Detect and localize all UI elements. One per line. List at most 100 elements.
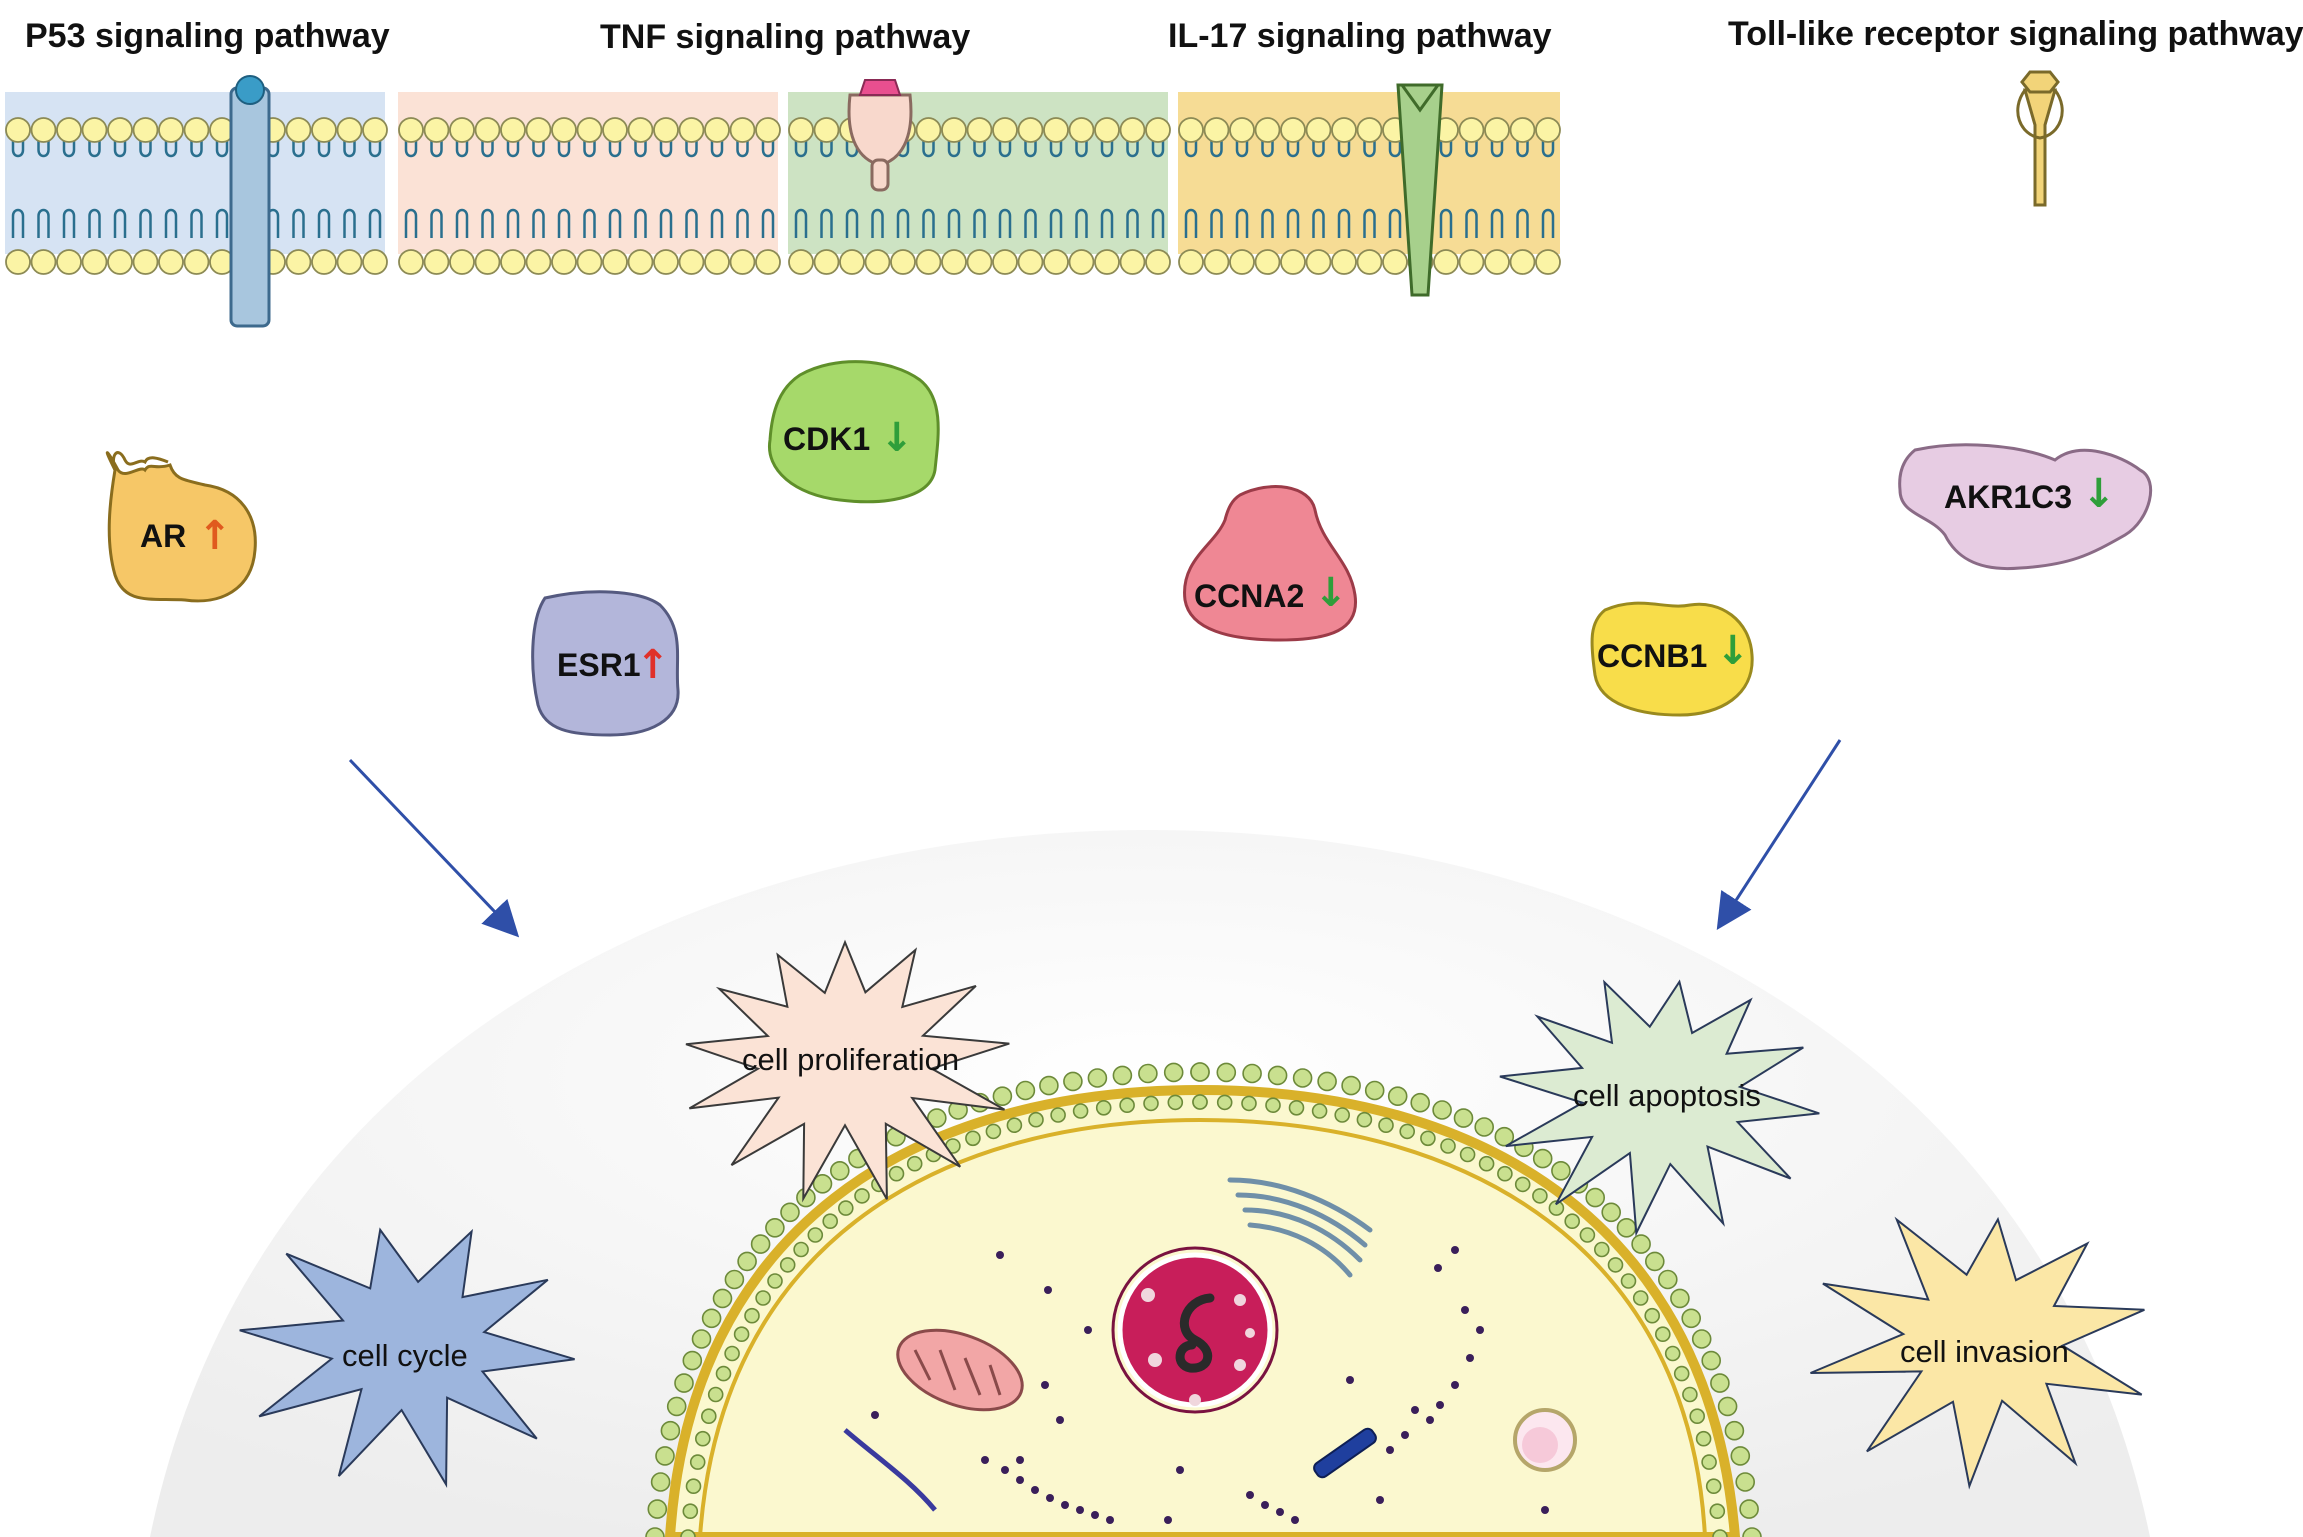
ribosome-dot	[1261, 1501, 1269, 1509]
lipid-tail	[139, 128, 152, 158]
protein-esr1: ESR1 ↑	[531, 590, 680, 737]
bead	[1742, 1527, 1762, 1537]
bead	[1399, 1123, 1415, 1140]
lipid-tail	[557, 128, 571, 158]
protein-akr1c3: AKR1C3 ↓	[1898, 443, 2153, 571]
protein-ar: AR ↑	[105, 451, 257, 603]
bead	[1579, 1227, 1596, 1243]
membrane-2	[398, 92, 781, 275]
protein-cdk1-arrow: ↓	[880, 415, 914, 461]
process-stars: cell proliferation cell apoptosis cell c…	[239, 939, 2145, 1490]
lipid-tail	[659, 208, 673, 238]
bead	[1664, 1345, 1681, 1362]
protein-esr1-arrow: ↑	[636, 642, 670, 688]
lipid-tail	[404, 128, 418, 158]
lipid-head	[992, 249, 1018, 275]
bead	[1644, 1307, 1660, 1324]
bead	[1585, 1187, 1605, 1208]
lipid-head	[81, 117, 108, 143]
bead	[1050, 1107, 1066, 1123]
bead	[1453, 1108, 1474, 1128]
bead	[685, 1478, 702, 1494]
lipid-head	[1229, 117, 1255, 143]
bead	[645, 1527, 665, 1537]
lipid-head	[602, 117, 628, 143]
lipid-tail	[1337, 208, 1351, 238]
lipid-head	[362, 249, 388, 275]
lipid-tail	[1465, 208, 1478, 238]
lipid-head	[1178, 117, 1204, 143]
ribosome-dot	[1411, 1406, 1419, 1414]
bead	[807, 1227, 824, 1243]
bead	[1494, 1126, 1515, 1147]
protein-ccnb1-shape	[1590, 601, 1754, 717]
pathway-label-tnf: TNF signaling pathway	[600, 18, 970, 56]
bead	[888, 1165, 905, 1182]
lipid-head	[1382, 249, 1408, 275]
tnf-receptor-cup	[847, 79, 913, 192]
centriole	[1313, 1427, 1377, 1479]
pathway-label-il17: IL-17 signaling pathway	[1168, 17, 1552, 55]
lipid-tail	[62, 208, 76, 238]
lipid-head	[311, 117, 337, 143]
lipid-head	[576, 249, 603, 275]
bead	[812, 1174, 833, 1194]
lipid-tail	[1184, 208, 1198, 238]
bead	[1632, 1290, 1649, 1306]
lipid-head	[576, 117, 603, 143]
lipid-tail	[1516, 208, 1529, 238]
bead	[822, 1213, 839, 1229]
lipid-head	[915, 249, 942, 275]
lipid-head	[704, 249, 730, 275]
il17-receptor-wedge	[1396, 83, 1444, 297]
lipid-tail	[37, 128, 50, 158]
protein-ccna2-label: CCNA2	[1194, 578, 1304, 614]
receptors	[229, 70, 2064, 328]
lipid-head	[1178, 249, 1204, 275]
bead	[1167, 1094, 1184, 1111]
protein-ccna2: CCNA2 ↓	[1183, 485, 1358, 642]
bead	[724, 1269, 745, 1290]
bead	[682, 1350, 703, 1371]
lipid-tail	[1024, 128, 1037, 158]
protein-esr1-label: ESR1	[557, 647, 641, 683]
lipid-head	[449, 117, 475, 143]
lipid-tail	[1465, 128, 1478, 158]
process-cell-proliferation-shape	[685, 939, 1010, 1203]
bead	[1691, 1329, 1712, 1349]
protein-esr1-shape	[531, 590, 680, 737]
lipid-head	[1203, 117, 1230, 143]
filament	[843, 1428, 937, 1512]
bead	[1317, 1071, 1337, 1092]
bead	[1334, 1107, 1350, 1123]
lipid-tail	[1337, 128, 1351, 158]
bead	[691, 1329, 712, 1349]
lipid-tail	[1286, 208, 1300, 238]
bead	[1378, 1117, 1394, 1133]
ribosome-dot	[1091, 1511, 1099, 1519]
lipid-tail	[190, 208, 203, 238]
lipid-tail	[190, 128, 203, 158]
lipid-tail	[1439, 128, 1453, 158]
ribosome-dot	[871, 1411, 879, 1419]
lipid-head	[1356, 249, 1383, 275]
protein-akr1c3-shape	[1898, 443, 2153, 571]
ribosome-dots	[871, 1246, 1549, 1524]
bead	[1645, 1251, 1665, 1272]
bead	[1695, 1430, 1712, 1447]
bead	[854, 1188, 870, 1204]
lipid-tail	[947, 208, 961, 238]
lipid-head	[398, 117, 424, 143]
pathway-label-p53: P53 signaling pathway	[25, 17, 390, 55]
lipid-tail	[1075, 128, 1088, 158]
lipid-tail	[1363, 128, 1376, 158]
lipid-tail	[1024, 208, 1037, 238]
lipid-head	[362, 117, 388, 143]
tlr-receptor-fork	[2016, 70, 2064, 207]
lipid-tail	[292, 208, 305, 238]
protein-ccna2-arrow: ↓	[1314, 570, 1348, 616]
nucleolus	[1111, 1246, 1279, 1414]
ribosome-dot	[1426, 1416, 1434, 1424]
bead	[689, 1454, 706, 1470]
bead	[1730, 1446, 1751, 1466]
